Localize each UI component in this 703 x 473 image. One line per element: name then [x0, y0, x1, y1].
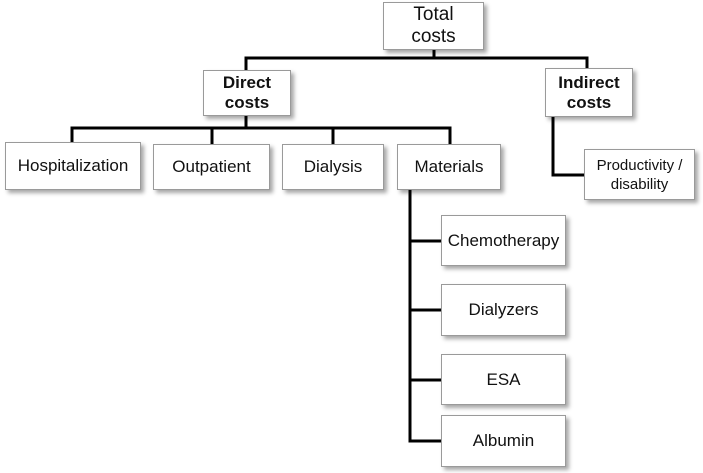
node-outpatient: Outpatient	[153, 144, 270, 190]
node-direct-costs: Direct costs	[203, 70, 291, 116]
node-esa: ESA	[441, 354, 566, 405]
node-indirect-costs: Indirect costs	[545, 68, 633, 117]
node-dialyzers: Dialyzers	[441, 284, 566, 336]
node-materials: Materials	[397, 144, 501, 190]
node-dialysis: Dialysis	[282, 144, 384, 190]
node-total-costs: Total costs	[383, 2, 484, 50]
node-chemotherapy: Chemotherapy	[441, 215, 566, 266]
node-productivity-disability: Productivity / disability	[584, 149, 695, 200]
node-albumin: Albumin	[441, 415, 566, 467]
node-hospitalization: Hospitalization	[5, 142, 141, 190]
